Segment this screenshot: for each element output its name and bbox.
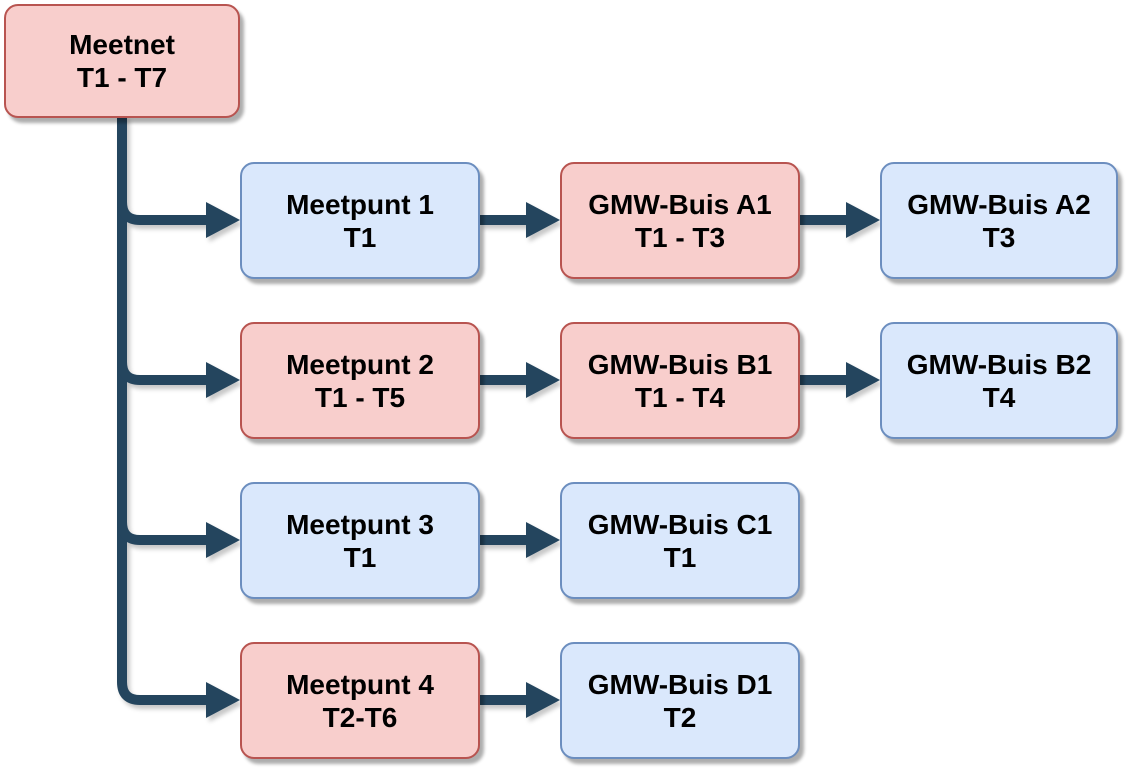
arrowhead-icon: [206, 682, 240, 718]
node-period: T1: [343, 541, 377, 573]
arrowhead-icon: [846, 202, 880, 238]
node-label: GMW-Buis B1: [587, 348, 773, 380]
edge-root-meetpunt2: [117, 361, 208, 385]
edge-root-meetpunt1: [117, 201, 208, 225]
node-period: T2: [663, 701, 697, 733]
node-meetpunt-4: Meetpunt 4 T2-T6: [240, 642, 480, 759]
edge-root-trunk: [117, 116, 208, 705]
node-meetpunt-1: Meetpunt 1 T1: [240, 162, 480, 279]
node-gmw-buis-b2: GMW-Buis B2 T4: [880, 322, 1118, 439]
arrowhead-icon: [206, 202, 240, 238]
arrowhead-icon: [526, 362, 560, 398]
edge-root-meetpunt3: [117, 521, 208, 545]
node-gmw-buis-a2: GMW-Buis A2 T3: [880, 162, 1118, 279]
node-period: T1 - T4: [634, 381, 726, 413]
node-period: T4: [982, 381, 1016, 413]
node-label: GMW-Buis A2: [907, 188, 1091, 220]
node-label: GMW-Buis A1: [588, 188, 772, 220]
arrowhead-icon: [526, 522, 560, 558]
node-gmw-buis-d1: GMW-Buis D1 T2: [560, 642, 800, 759]
node-gmw-buis-b1: GMW-Buis B1 T1 - T4: [560, 322, 800, 439]
node-label: GMW-Buis B2: [906, 348, 1092, 380]
node-label: Meetpunt 4: [286, 668, 434, 700]
node-period: T1 - T5: [314, 381, 406, 413]
node-meetpunt-2: Meetpunt 2 T1 - T5: [240, 322, 480, 439]
node-period: T1 - T7: [76, 62, 168, 93]
node-period: T1: [663, 541, 697, 573]
arrowhead-icon: [526, 202, 560, 238]
node-label: Meetpunt 2: [286, 348, 434, 380]
node-gmw-buis-c1: GMW-Buis C1 T1: [560, 482, 800, 599]
node-gmw-buis-a1: GMW-Buis A1 T1 - T3: [560, 162, 800, 279]
node-period: T1: [343, 221, 377, 253]
arrowhead-icon: [846, 362, 880, 398]
node-period: T1 - T3: [634, 221, 726, 253]
node-meetnet: Meetnet T1 - T7: [4, 4, 240, 118]
node-label: GMW-Buis D1: [587, 668, 773, 700]
node-period: T3: [982, 221, 1016, 253]
node-label: Meetpunt 3: [286, 508, 434, 540]
node-period: T2-T6: [322, 701, 398, 733]
arrowhead-icon: [206, 362, 240, 398]
arrowhead-icon: [206, 522, 240, 558]
node-label: Meetpunt 1: [286, 188, 434, 220]
node-meetpunt-3: Meetpunt 3 T1: [240, 482, 480, 599]
node-label: Meetnet: [69, 29, 175, 60]
arrowhead-icon: [526, 682, 560, 718]
node-label: GMW-Buis C1: [587, 508, 773, 540]
